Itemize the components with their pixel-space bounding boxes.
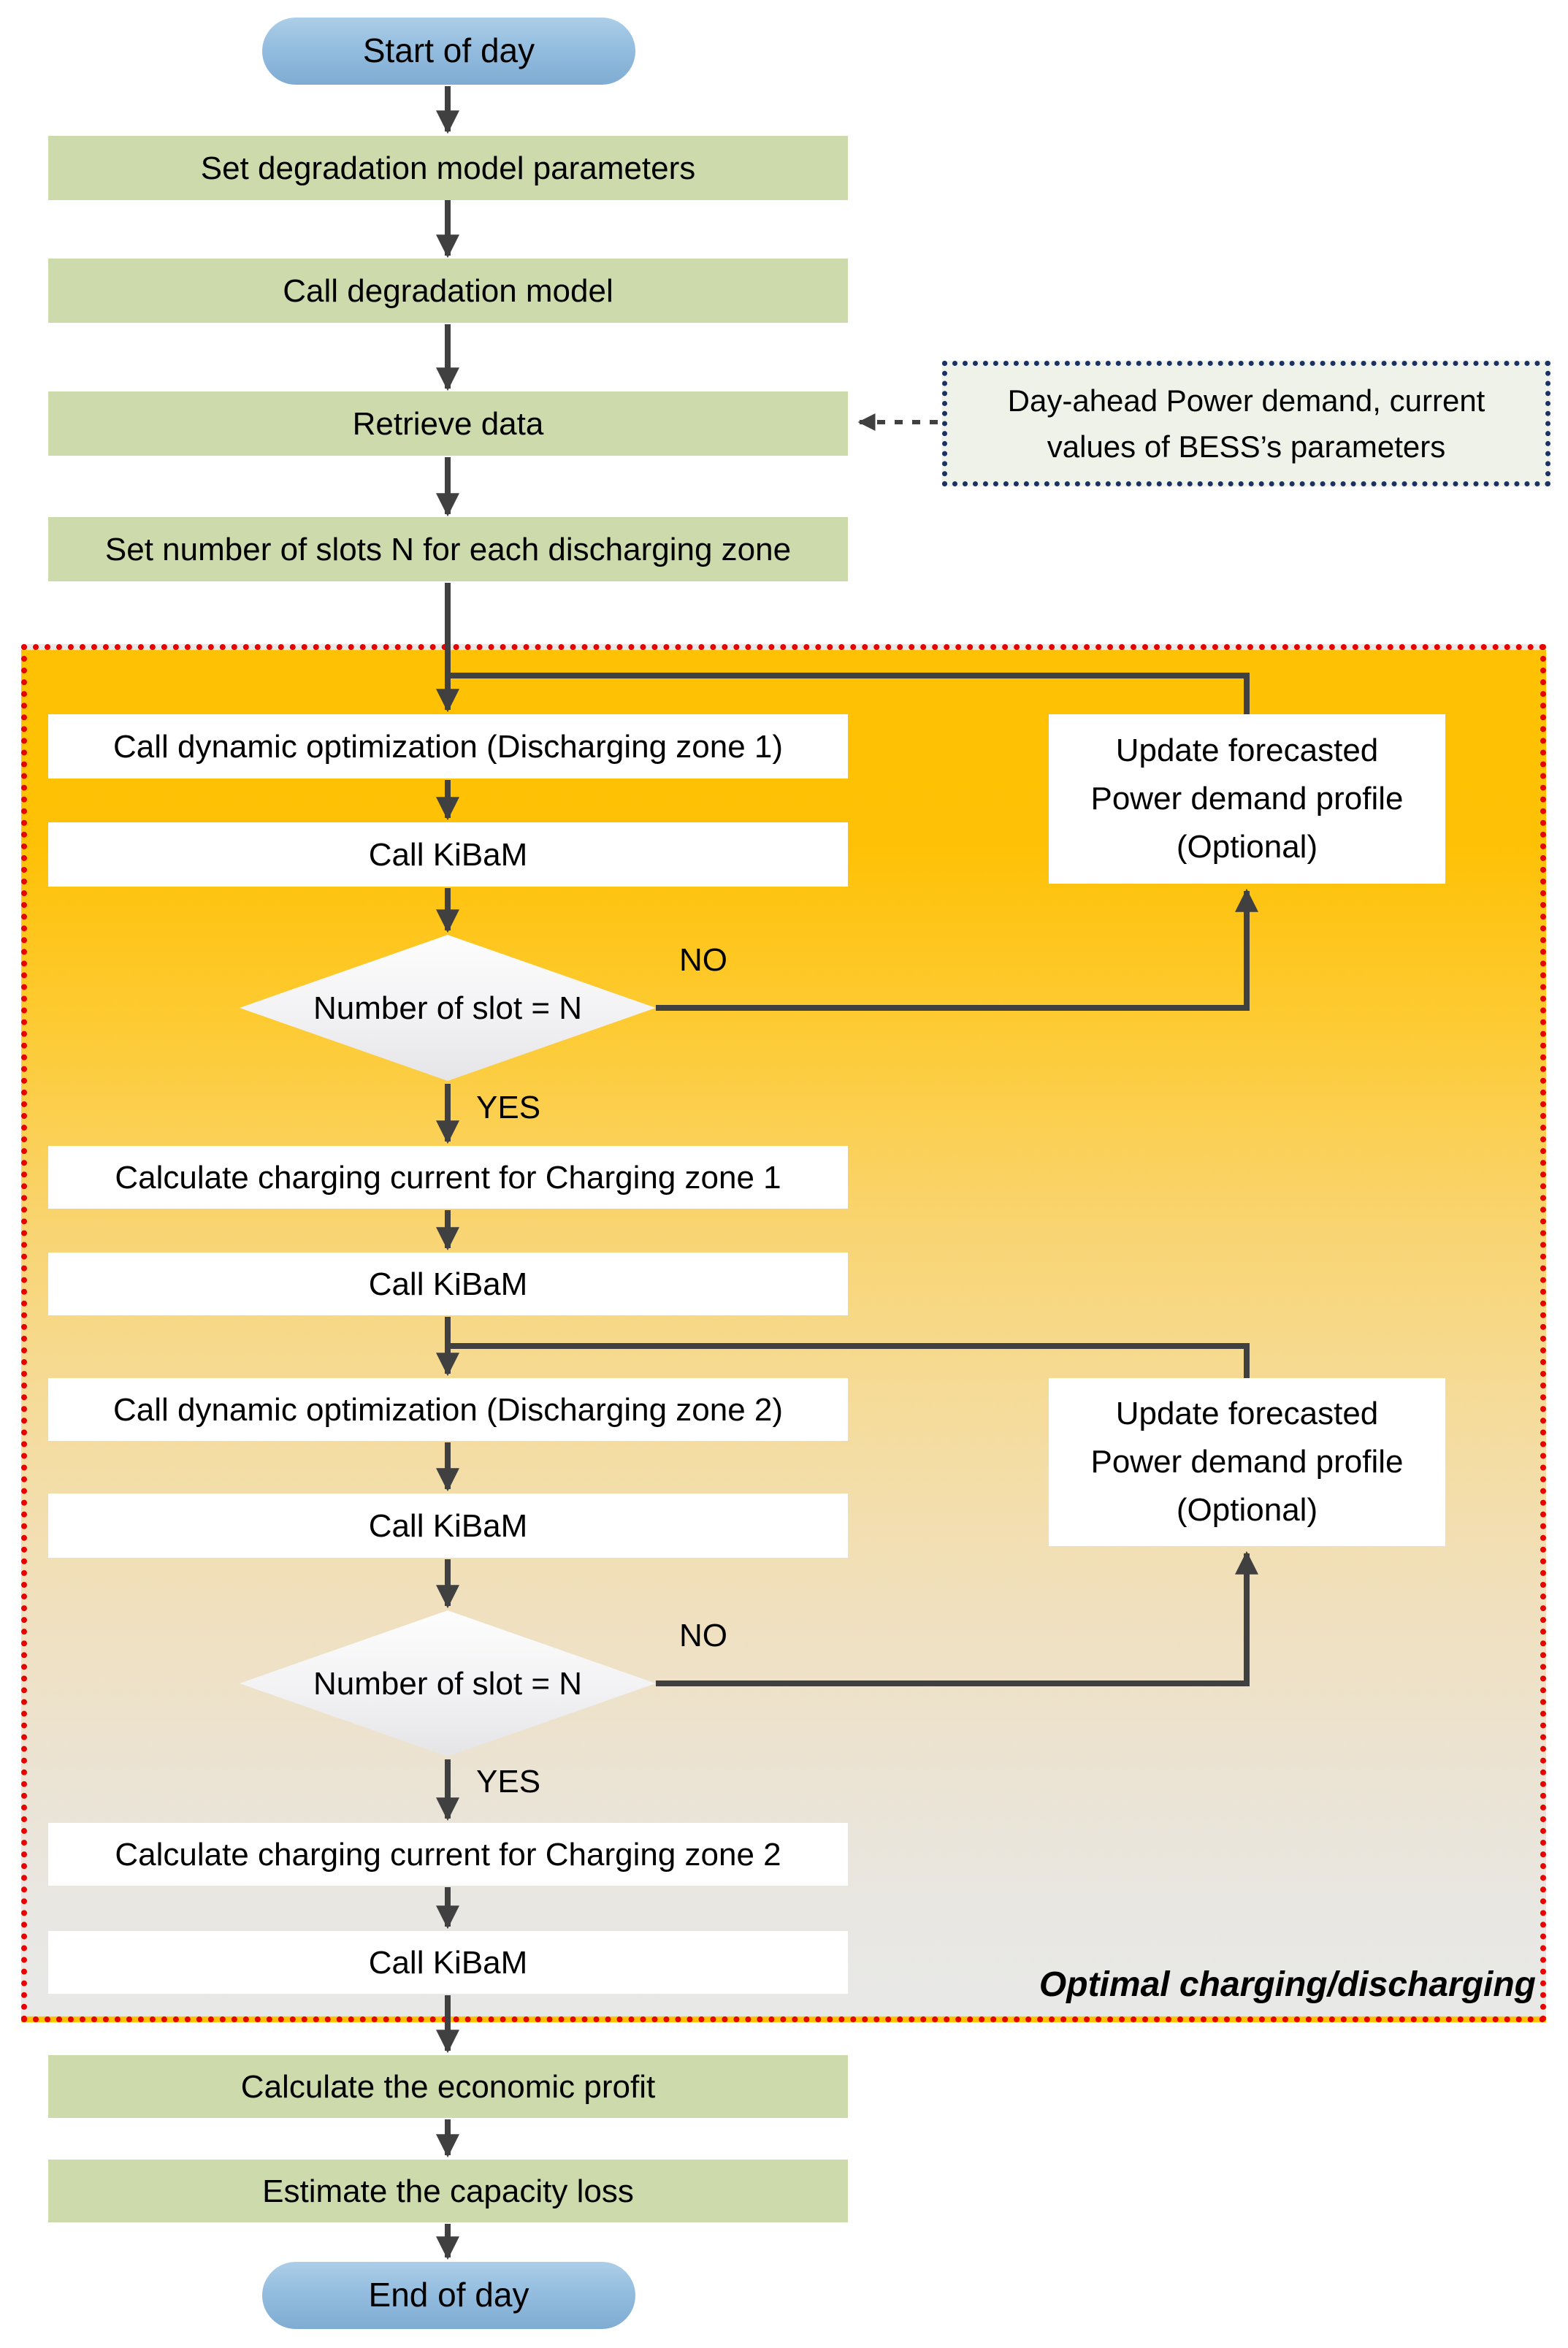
process-dynamic-optimization-zone2: Call dynamic optimization (Discharging z… [48, 1378, 848, 1441]
process-calc-charging-zone2: Calculate charging current for Charging … [48, 1823, 848, 1886]
region-label: Optimal charging/discharging [1039, 1965, 1536, 2004]
process-call-kibam-4: Call KiBaM [48, 1931, 848, 1994]
no-label-2: NO [679, 1618, 727, 1653]
start-terminal: Start of day [262, 18, 635, 85]
process-retrieve-data: Retrieve data [48, 391, 848, 456]
data-note: Day-ahead Power demand, current values o… [942, 361, 1550, 486]
process-update-forecast-2: Update forecasted Power demand profile (… [1049, 1378, 1445, 1546]
process-economic-profit: Calculate the economic profit [48, 2055, 848, 2118]
process-set-slots: Set number of slots N for each dischargi… [48, 517, 848, 581]
process-set-degradation-params: Set degradation model parameters [48, 136, 848, 200]
process-capacity-loss: Estimate the capacity loss [48, 2160, 848, 2222]
no-label-1: NO [679, 942, 727, 978]
process-update-forecast-1: Update forecasted Power demand profile (… [1049, 714, 1445, 884]
process-dynamic-optimization-zone1: Call dynamic optimization (Discharging z… [48, 714, 848, 779]
process-call-kibam-2: Call KiBaM [48, 1253, 848, 1315]
process-call-degradation-model: Call degradation model [48, 259, 848, 323]
end-terminal: End of day [262, 2262, 635, 2329]
process-call-kibam-1: Call KiBaM [48, 822, 848, 887]
process-calc-charging-zone1: Calculate charging current for Charging … [48, 1146, 848, 1209]
process-call-kibam-3: Call KiBaM [48, 1494, 848, 1558]
yes-label-1: YES [476, 1090, 541, 1125]
yes-label-2: YES [476, 1764, 541, 1800]
